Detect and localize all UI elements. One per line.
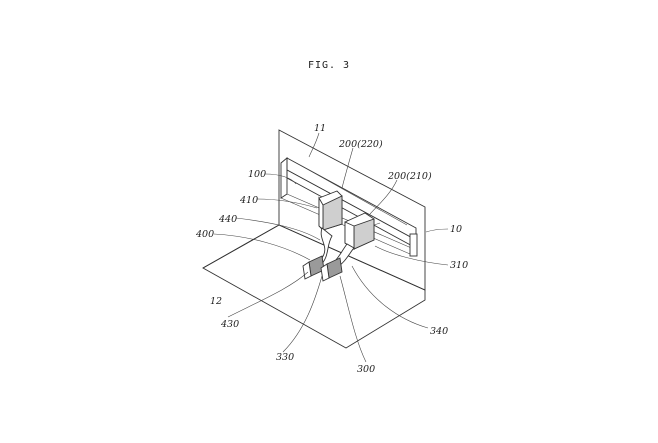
label-200-220: 200(220)	[338, 139, 383, 150]
label-300: 300	[357, 364, 375, 375]
label-340: 340	[430, 326, 448, 337]
arm-members	[302, 227, 355, 282]
slider-210	[344, 212, 381, 250]
leader-lines	[213, 132, 449, 363]
label-200-210: 200(210)	[387, 171, 432, 182]
label-100: 100	[248, 169, 266, 180]
floor-edge	[202, 224, 280, 269]
label-440: 440	[218, 214, 237, 225]
slider-220	[318, 190, 343, 232]
label-310: 310	[450, 260, 468, 271]
rail-assembly	[280, 157, 418, 257]
label-10: 10	[450, 224, 462, 235]
label-400: 400	[195, 229, 214, 240]
label-12: 12	[210, 296, 222, 307]
figure-title: FIG. 3	[307, 60, 351, 71]
label-430: 430	[220, 319, 239, 330]
label-330: 330	[276, 352, 294, 363]
label-410: 410	[239, 195, 258, 206]
label-11: 11	[314, 123, 326, 134]
